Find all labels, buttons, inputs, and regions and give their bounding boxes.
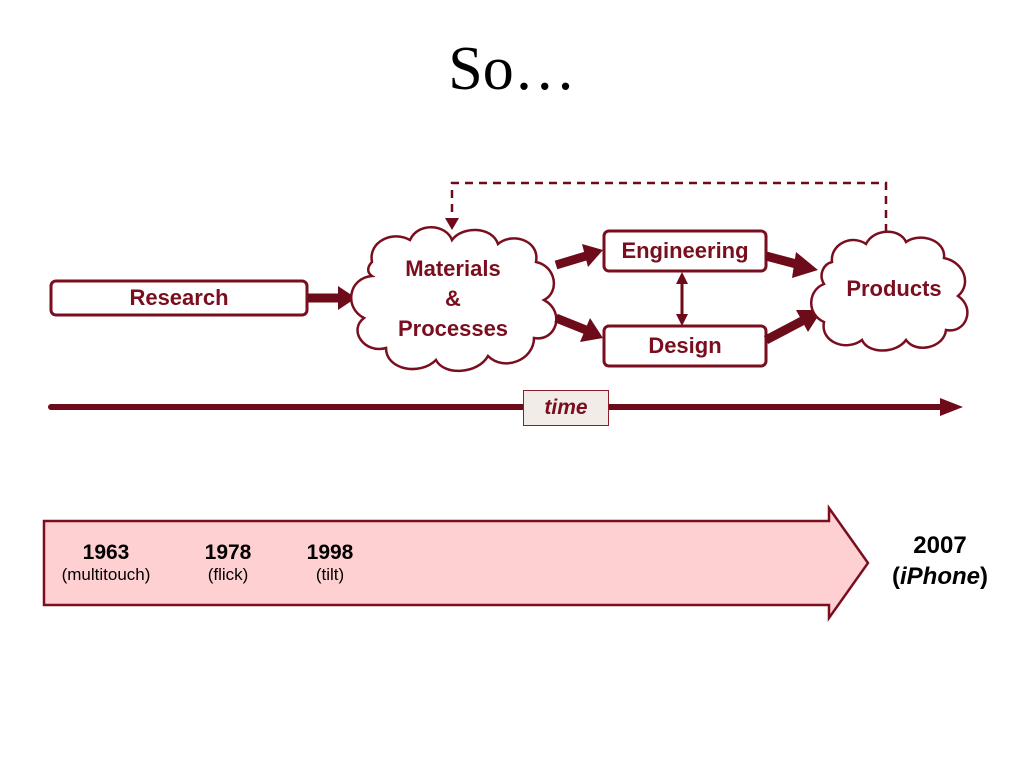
engineering-box (602, 229, 768, 273)
design-box (602, 324, 768, 368)
event-label: (flick) (207, 565, 249, 585)
materials-label-line-3: Processes (397, 316, 509, 341)
final-event: 2007 (iPhone) (870, 530, 1010, 592)
final-event-year: 2007 (913, 532, 967, 559)
materials-cloud (349, 226, 558, 373)
final-event-product: iPhone (899, 563, 980, 591)
timeline-event: 1963 (multitouch) (40, 540, 172, 586)
materials-label-line-2: & (445, 286, 461, 311)
engineering-label: Engineering (621, 238, 749, 263)
event-year: 1978 (204, 541, 252, 564)
research-label: Research (129, 285, 229, 310)
materials-label: Materials & Processes (380, 254, 526, 344)
materials-label-line-1: Materials (405, 256, 501, 281)
time-label: time (523, 390, 609, 426)
design-to-products-arrow (763, 316, 807, 344)
products-cloud (810, 230, 969, 352)
time-axis-arrowhead (940, 398, 963, 416)
research-box (49, 279, 309, 317)
event-label: (tilt) (315, 565, 345, 585)
final-paren-close: ) (980, 563, 988, 591)
materials-to-design-arrow (554, 313, 588, 335)
final-paren-open: ( (891, 563, 900, 591)
feedback-loop-line (450, 181, 888, 232)
event-year: 1963 (82, 541, 130, 564)
timeline-band (42, 504, 870, 622)
timeline-event: 1978 (flick) (180, 540, 276, 586)
final-event-label: (iPhone) (870, 561, 1010, 592)
materials-to-engineering-arrow (554, 251, 588, 270)
products-label: Products (846, 276, 942, 301)
slide-title: So… (448, 35, 576, 103)
event-year: 1998 (306, 541, 354, 564)
timeline-event: 1998 (tilt) (284, 540, 376, 586)
event-label: (multitouch) (61, 565, 151, 585)
design-label: Design (648, 333, 722, 358)
feedback-arrowhead (445, 218, 459, 230)
